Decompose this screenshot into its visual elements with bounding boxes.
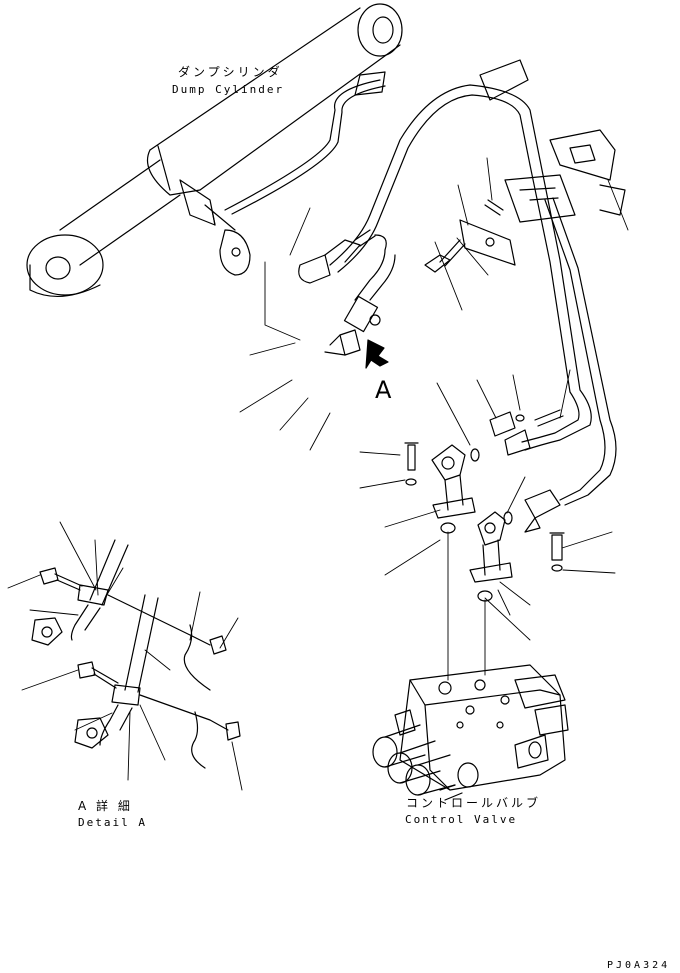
dump-cylinder-jp-label: ダンプシリンダ [178,65,283,79]
detail-a-jp-label: A 詳 細 [78,799,133,813]
control-valve-jp-label: コントロールバルブ [406,796,542,810]
flange-fittings [404,442,565,602]
dump-cylinder-en-label: Dump Cylinder [172,83,285,96]
long-tubes [424,129,626,533]
control-valve [372,664,569,801]
cylinder-hoses [298,59,541,356]
detail-a-en-label: Detail A [78,816,147,829]
dump-cylinder [26,3,403,298]
view-arrow-a [365,339,389,369]
control-valve-en-label: Control Valve [405,813,518,826]
detail-a-drawing [31,539,241,769]
leader-lines [7,157,629,791]
view-a-marker-label: A [375,376,392,404]
drawing-code-label: PJ0A324 [607,960,671,971]
